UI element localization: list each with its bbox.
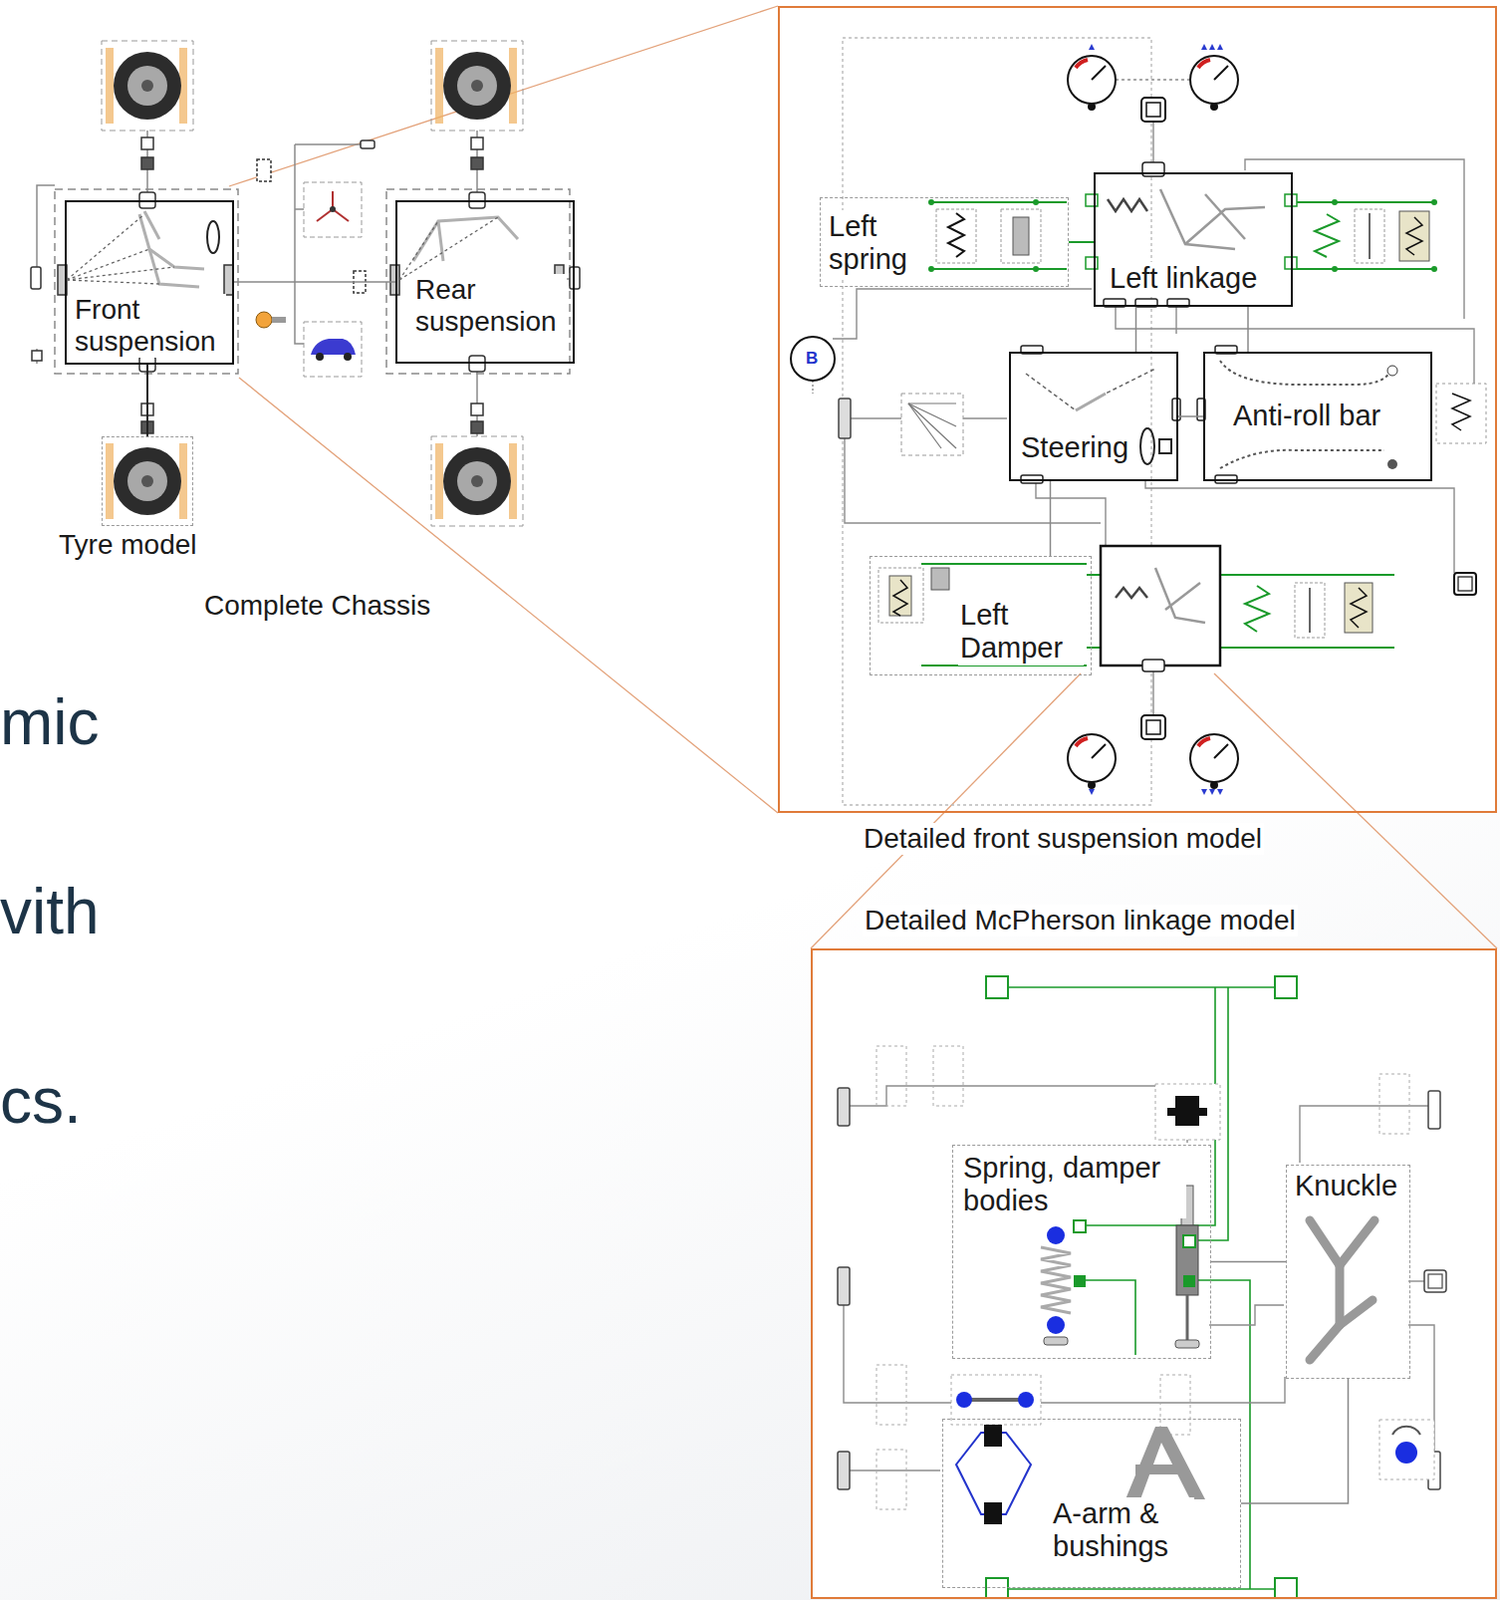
- linkage-icon: [1107, 189, 1265, 250]
- connector: [1247, 306, 1250, 352]
- chassis-icons: [255, 182, 362, 377]
- detail-panel: Detailed front suspension modelLeft link…: [777, 5, 1498, 813]
- node-label: Spring, damper bodies: [961, 1151, 1187, 1219]
- connector: [1178, 415, 1204, 418]
- a-arm-group: A-arm & bushings: [942, 1418, 1242, 1588]
- steering-box: Steering: [1008, 351, 1179, 482]
- zoom-leader: [229, 5, 1498, 949]
- gauge-letter: B: [805, 348, 818, 369]
- gauge-symbol: [790, 55, 1477, 788]
- linkage-box: Left linkage: [1093, 172, 1293, 307]
- frame-connection: [1007, 987, 1275, 1589]
- connector: [1068, 241, 1094, 244]
- force-element: [878, 545, 1395, 672]
- node-label: Tyre model: [56, 528, 200, 561]
- port-symbol: [837, 1087, 1447, 1490]
- knuckle-group: Knuckle: [1285, 1164, 1411, 1379]
- chassis-wiring: [36, 130, 576, 437]
- connector: [1135, 306, 1138, 352]
- node-label: Knuckle: [1292, 1169, 1400, 1203]
- knuckle-icon: [1309, 1220, 1375, 1360]
- linkage-wiring: [843, 1085, 1435, 1471]
- connector: [234, 280, 396, 283]
- node-label: Left Damper: [958, 598, 1084, 666]
- slide-text: vith: [0, 874, 100, 949]
- body-group: Spring, damper bodies: [952, 1144, 1212, 1359]
- spring-group: Left spring: [819, 197, 1069, 287]
- node-label: Detailed McPherson linkage model: [862, 904, 1298, 937]
- slide-text: cs.: [0, 1063, 82, 1138]
- damper-group: Left Damper: [869, 555, 1092, 676]
- node-label: Front suspension: [72, 293, 227, 358]
- slide-text: mic: [0, 685, 100, 759]
- panel-ground: [777, 5, 1498, 1599]
- node-label: Left linkage: [1107, 261, 1259, 295]
- node-label: A-arm & bushings: [1050, 1497, 1195, 1564]
- node-label: Steering: [1018, 431, 1131, 465]
- connector: [1241, 1378, 1349, 1503]
- joint-symbol: [876, 1045, 1435, 1509]
- connector: [1211, 1260, 1286, 1263]
- node-label: Rear suspension: [413, 273, 567, 338]
- caption-label: Complete Chassis: [204, 589, 431, 622]
- connector: [146, 364, 149, 437]
- connector: [1049, 481, 1052, 556]
- node-label: Detailed front suspension model: [861, 822, 1264, 855]
- subsystem-box: Rear suspension: [395, 200, 575, 364]
- anti-roll-sketch: [1220, 360, 1487, 470]
- component-symbol: [901, 393, 964, 456]
- node-label: Anti-roll bar: [1231, 399, 1383, 433]
- detail-panel: Detailed McPherson linkage modelSpring, …: [810, 948, 1498, 1599]
- port-symbol: [30, 137, 580, 434]
- tyre-box: Tyre model: [101, 436, 194, 526]
- subsystem-box: Front suspension: [64, 200, 235, 365]
- anti-roll-box: Anti-roll bar: [1203, 351, 1433, 482]
- frame-square: [986, 976, 1297, 1598]
- model-wiring: [812, 37, 1475, 805]
- node-label: Left spring: [826, 210, 926, 277]
